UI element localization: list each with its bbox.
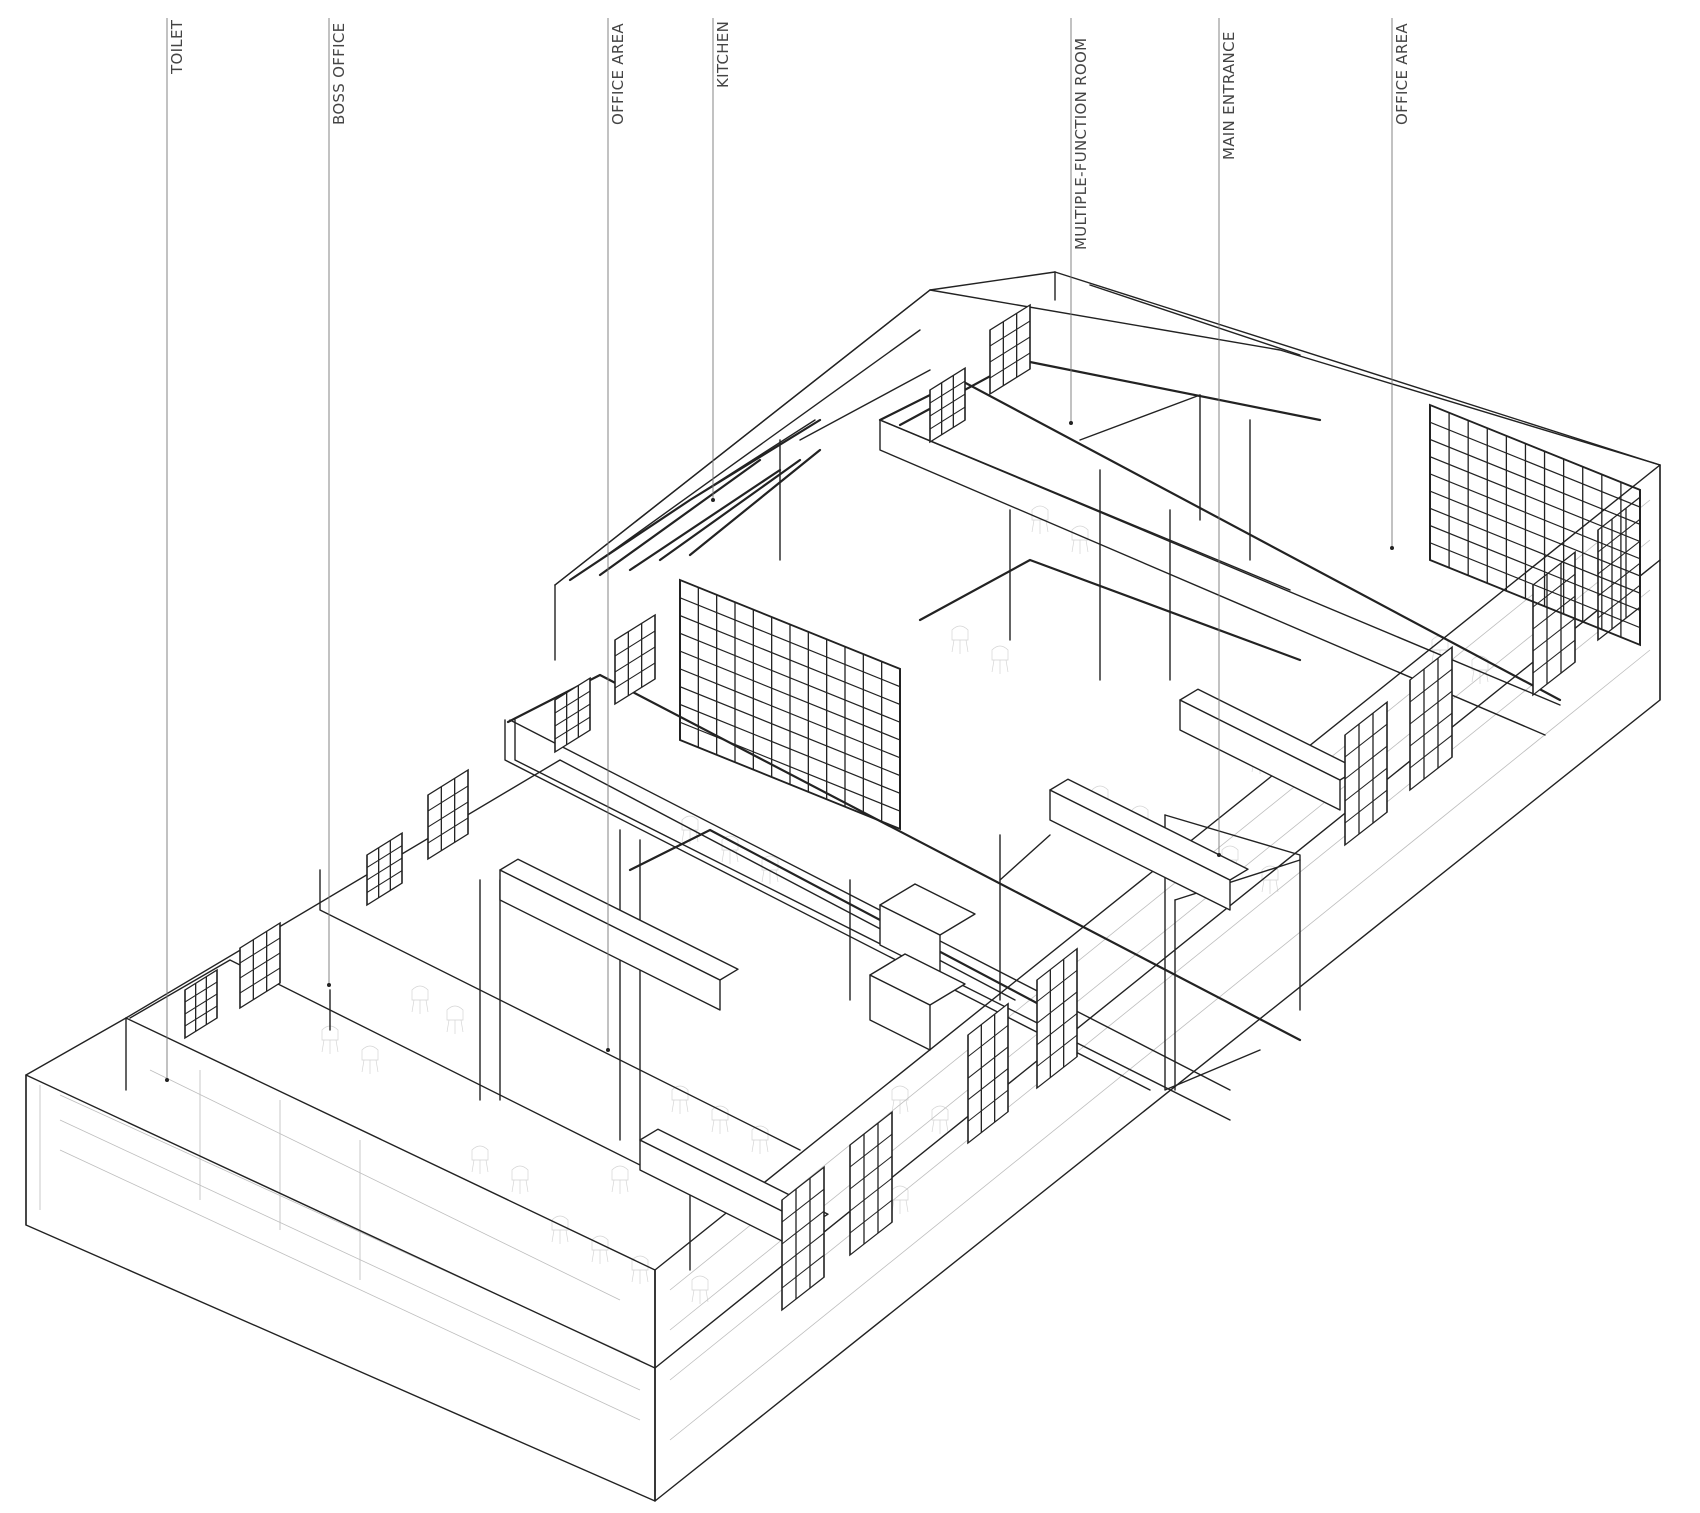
partition-wall [1079,394,1201,441]
skylight-frame [688,448,822,557]
label-main-entrance-text: MAIN ENTRANCE [1220,31,1238,160]
window [184,968,218,1040]
wall-hatch [669,589,1651,1381]
partition-wall [879,419,1291,591]
skylight-frame [628,468,782,572]
chair-ghost [671,1085,689,1114]
chair-ghost [891,1185,909,1214]
desk-top [499,858,739,981]
window [239,921,281,1010]
building-shell [25,271,1661,1502]
chair-ghost [931,1105,949,1134]
chair-ghost [951,625,969,654]
window [614,613,656,706]
chair-ghost [361,1045,379,1074]
partition-wall [1164,814,1261,1091]
wall-hatch [669,499,1651,1291]
chair-ghost [711,1105,729,1134]
chair-ghost [411,985,429,1014]
window [1532,550,1576,697]
window [1409,645,1453,792]
chair-ghost [511,1165,529,1194]
window [1036,947,1078,1090]
partition-wall [1164,814,1301,1011]
window [989,303,1031,396]
partitions [129,284,1562,1271]
cabinet-box-top [869,953,966,1006]
label-office-area-1: OFFICE AREA [606,18,627,1052]
label-kitchen-text: KITCHEN [714,21,732,88]
wall-hatch [669,649,1651,1441]
window [427,768,469,861]
window [849,1110,893,1257]
chair-ghost [591,1235,609,1264]
shelving-grids [679,403,1641,831]
cabinet-box-top [879,883,976,936]
chair-ghost [446,1005,464,1034]
window [781,1165,825,1312]
beam [506,673,1302,1042]
wall-hatch [59,1149,641,1421]
window [967,1002,1009,1145]
windows [184,303,1641,1312]
label-office-area-2-text: OFFICE AREA [1393,23,1411,125]
desk-top [1049,778,1249,881]
room-labels: TOILET BOSS OFFICE OFFICE AREA KITCHEN M… [165,18,1411,1082]
chair-ghost [631,1255,649,1284]
window [1344,700,1388,847]
label-boss-office-text: BOSS OFFICE [330,23,348,125]
label-multiple-function-room-text: MULTIPLE-FUNCTION ROOM [1072,38,1090,250]
chair-ghost [471,1145,489,1174]
chair-ghost [1071,525,1089,554]
partition-wall [129,959,691,1191]
beam [878,378,1562,702]
label-multiple-function-room: MULTIPLE-FUNCTION ROOM [1069,18,1090,425]
partition-wall [799,369,931,441]
desk [499,869,721,1011]
label-toilet: TOILET [165,18,186,1082]
window [554,676,591,754]
chair-ghost [1031,505,1049,534]
skylight-frame [598,458,762,577]
label-office-area-1-text: OFFICE AREA [609,23,627,125]
window [1597,495,1641,642]
label-boss-office: BOSS OFFICE [327,18,348,987]
chair-ghost [611,1165,629,1194]
chair-ghost [991,645,1009,674]
shelving-grid-center [679,578,901,831]
desk-top [639,1128,829,1226]
chair-ghost [751,1125,769,1154]
wall-hatch [59,1119,641,1391]
wall-hatch [149,1069,621,1301]
window [366,831,403,907]
label-toilet-text: TOILET [168,19,186,75]
partition-wall [1089,284,1301,356]
label-office-area-2: OFFICE AREA [1390,18,1411,550]
chair-ghost [691,1275,709,1304]
beam [918,558,1302,662]
window [929,366,966,444]
chair-ghost [551,1215,569,1244]
shelving-grid-right [1429,403,1641,647]
skylight-frame [568,418,822,582]
partition-wall [999,834,1051,881]
chair-ghost [321,1025,339,1054]
wall-hatch [669,539,1651,1331]
ghost-furniture [39,499,1651,1441]
skylight-frame [658,458,802,562]
label-kitchen: KITCHEN [711,18,732,502]
label-main-entrance: MAIN ENTRANCE [1217,18,1238,857]
